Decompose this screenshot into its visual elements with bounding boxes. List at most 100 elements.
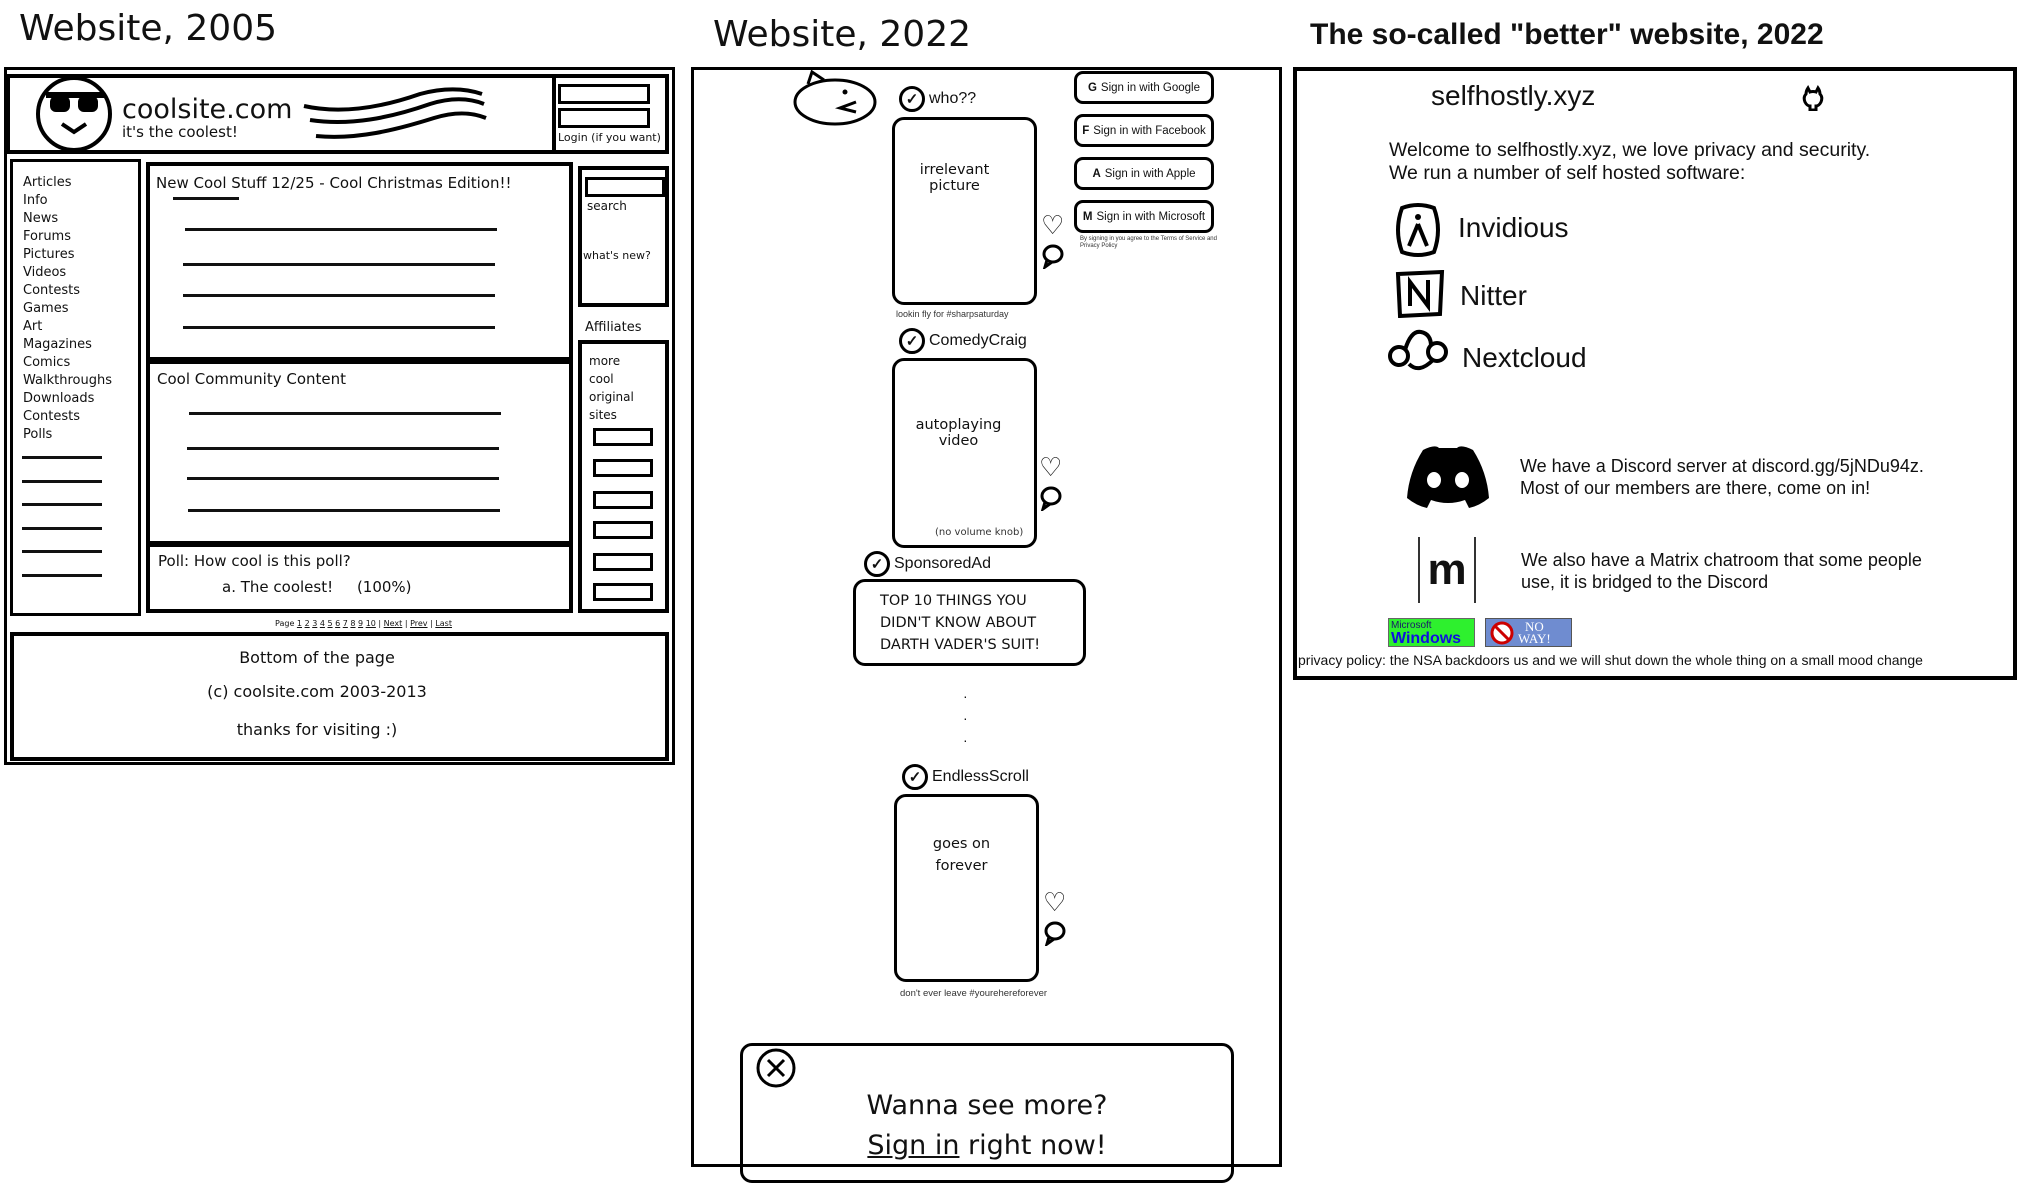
nav-item[interactable]: Polls [23, 427, 53, 442]
nav-placeholder-line [22, 503, 102, 506]
nav-placeholder-line [22, 574, 102, 577]
text-line [188, 509, 500, 512]
nav-item[interactable]: Contests [23, 409, 81, 424]
prev-link[interactable]: Prev [410, 619, 428, 628]
ellipsis-dots: ··· [963, 688, 968, 748]
post-media[interactable]: irrelevant picture [892, 117, 1037, 305]
verified-check-icon: ✓ [864, 551, 890, 577]
nextcloud-icon[interactable] [1385, 328, 1455, 376]
page-link[interactable]: 6 [335, 619, 341, 628]
underline [173, 197, 239, 200]
affiliate-banner[interactable] [593, 553, 653, 571]
comment-bubble-icon[interactable] [1043, 920, 1067, 946]
login-label[interactable]: Login (if you want) [558, 131, 661, 144]
nav-item[interactable]: Art [23, 319, 43, 334]
community-title[interactable]: Cool Community Content [157, 370, 347, 388]
page-link[interactable]: 4 [319, 619, 325, 628]
affiliate-banner[interactable] [593, 521, 653, 539]
affiliate-banner[interactable] [593, 491, 653, 509]
nav-item[interactable]: Articles [23, 175, 72, 190]
post-caption: lookin fly for #sharpsaturday [896, 309, 1009, 319]
nav-item[interactable]: Contests [23, 283, 81, 298]
github-icon[interactable] [1800, 85, 1826, 111]
nav-item[interactable]: Info [23, 193, 48, 208]
comment-bubble-icon[interactable] [1041, 243, 1065, 269]
service-nitter[interactable]: Nitter [1460, 280, 1527, 311]
affiliate-banner[interactable] [593, 428, 653, 446]
modal-text: right now! [959, 1130, 1107, 1161]
terms-notice[interactable]: By signing in you agree to the Terms of … [1080, 236, 1217, 249]
post-author[interactable]: ✓ComedyCraig [899, 328, 1027, 354]
username-input[interactable] [558, 84, 650, 104]
nav-item[interactable]: Forums [23, 229, 71, 244]
squiggle-decoration-icon [303, 87, 487, 139]
heart-icon[interactable]: ♡ [1039, 452, 1063, 482]
nav-item[interactable]: Downloads [23, 391, 95, 406]
sign-in-link[interactable]: Sign in [867, 1130, 960, 1161]
nav-item[interactable]: Walkthroughs [23, 373, 112, 388]
windows-badge[interactable]: Microsoft Windows [1388, 618, 1475, 647]
text-line [185, 228, 497, 231]
site-logo-text[interactable]: coolsite.com [122, 94, 293, 125]
page-link[interactable]: 10 [365, 619, 376, 628]
heart-icon[interactable]: ♡ [1041, 210, 1065, 240]
nav-item[interactable]: Pictures [23, 247, 75, 262]
affiliates-text: original [589, 390, 634, 404]
post-author[interactable]: ✓SponsoredAd [864, 551, 991, 577]
close-icon[interactable] [755, 1047, 797, 1089]
page-link[interactable]: 9 [358, 619, 364, 628]
sponsored-ad[interactable]: TOP 10 THINGS YOU DIDN'T KNOW ABOUT DART… [853, 579, 1086, 666]
site-name[interactable]: selfhostly.xyz [1431, 80, 1596, 111]
page-link[interactable]: 5 [327, 619, 333, 628]
privacy-policy[interactable]: privacy policy: the NSA backdoors us and… [1298, 652, 1923, 668]
footer-line: Bottom of the page [239, 648, 395, 667]
last-link[interactable]: Last [435, 619, 452, 628]
site-better-frame [1293, 67, 2017, 680]
comment-bubble-icon[interactable] [1039, 485, 1063, 511]
service-nextcloud[interactable]: Nextcloud [1462, 342, 1587, 373]
matrix-icon[interactable]: m [1418, 537, 1476, 603]
nav-item[interactable]: Magazines [23, 337, 92, 352]
page-link[interactable]: 8 [350, 619, 356, 628]
service-invidious[interactable]: Invidious [1458, 212, 1569, 243]
search-input[interactable] [585, 177, 665, 197]
post-author[interactable]: ✓who?? [899, 86, 976, 112]
invidious-icon[interactable] [1392, 202, 1444, 258]
heart-icon[interactable]: ♡ [1043, 887, 1067, 917]
page-link[interactable]: 1 [296, 619, 303, 628]
autoplay-video[interactable]: autoplaying video [892, 358, 1037, 548]
nav-item[interactable]: Comics [23, 355, 71, 370]
page-link[interactable]: 2 [304, 619, 310, 628]
post-media[interactable]: goes on forever [894, 794, 1039, 982]
next-link[interactable]: Next [383, 619, 403, 628]
affiliate-banner[interactable] [593, 583, 653, 601]
text-line [183, 326, 495, 329]
panel-2005-title: Website, 2005 [19, 8, 278, 49]
no-way-badge[interactable]: NO WAY! [1485, 618, 1572, 647]
whats-new-label[interactable]: what's new? [583, 249, 651, 262]
post-author[interactable]: ✓EndlessScroll [902, 764, 1029, 790]
nitter-icon[interactable] [1394, 270, 1446, 318]
nav-item[interactable]: News [23, 211, 59, 226]
page-link[interactable]: 3 [312, 619, 318, 628]
affiliates-title: Affiliates [585, 320, 642, 335]
nav-item[interactable]: Games [23, 301, 69, 316]
footer-line: (c) coolsite.com 2003-2013 [207, 682, 427, 701]
affiliates-box: more cool original sites [578, 340, 669, 613]
page-link[interactable]: 7 [342, 619, 348, 628]
poll-answer[interactable]: a. The coolest! (100%) [222, 578, 412, 596]
sunglasses-face-logo-icon [36, 76, 112, 152]
discord-icon[interactable] [1405, 444, 1491, 510]
affiliate-banner[interactable] [593, 459, 653, 477]
site-2005-footer: Bottom of the page (c) coolsite.com 2003… [10, 632, 669, 761]
nav-item[interactable]: Videos [23, 265, 67, 280]
footer-line: thanks for visiting :) [236, 720, 398, 739]
matrix-text: We also have a Matrix chatroom that some… [1521, 549, 1922, 593]
news-title[interactable]: New Cool Stuff 12/25 - Cool Christmas Ed… [156, 174, 512, 192]
badge-text: WAY! [1518, 630, 1551, 646]
password-input[interactable] [558, 108, 650, 128]
